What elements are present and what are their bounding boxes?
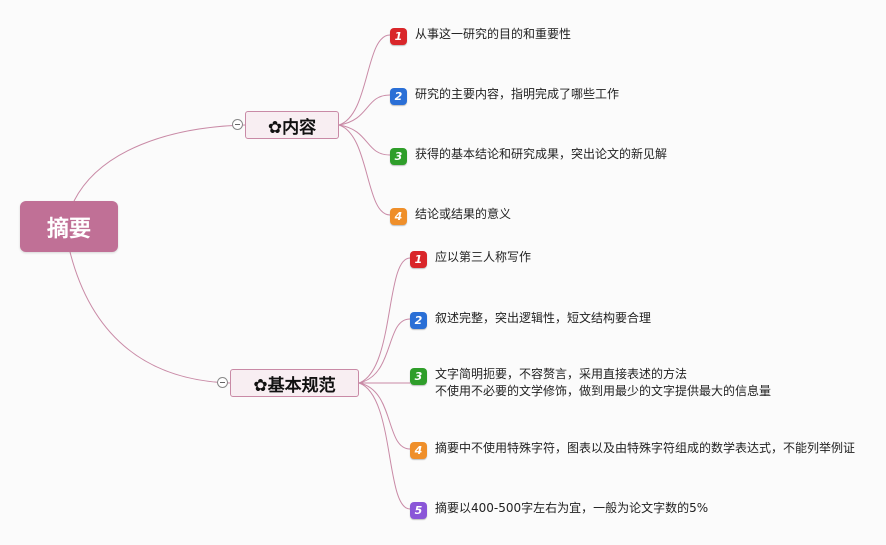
- leaf-item[interactable]: 5 摘要以400-500字左右为宜，一般为论文字数的5%: [410, 500, 708, 519]
- leaf-text-line: 应以第三人称写作: [435, 250, 532, 264]
- leaf-item[interactable]: 2 研究的主要内容，指明完成了哪些工作: [390, 86, 619, 105]
- leaf-text: 叙述完整，突出逻辑性，短文结构要合理: [435, 310, 651, 327]
- branch-label: ✿内容: [267, 117, 317, 138]
- priority-number-icon: 2: [390, 88, 407, 105]
- leaf-text: 结论或结果的意义: [415, 206, 511, 223]
- priority-number-icon: 1: [390, 28, 407, 45]
- leaf-item[interactable]: 3 获得的基本结论和研究成果，突出论文的新见解: [390, 146, 667, 165]
- leaf-item[interactable]: 1 应以第三人称写作: [410, 249, 531, 268]
- leaf-text: 获得的基本结论和研究成果，突出论文的新见解: [415, 146, 667, 163]
- leaf-text-line: 叙述完整，突出逻辑性，短文结构要合理: [435, 311, 652, 325]
- branch-norms[interactable]: ✿基本规范: [230, 369, 359, 397]
- leaf-text-line: 结论或结果的意义: [415, 207, 512, 221]
- root-node[interactable]: 摘要: [20, 201, 118, 252]
- priority-number-icon: 3: [410, 368, 427, 385]
- leaf-text: 从事这一研究的目的和重要性: [415, 26, 571, 43]
- leaf-text-line: 摘要中不使用特殊字符，图表以及由特殊字符组成的数学表达式，不能列举例证: [435, 441, 856, 455]
- collapse-toggle-norms[interactable]: [217, 377, 228, 388]
- branch-label: ✿基本规范: [253, 375, 336, 396]
- leaf-text: 文字简明扼要，不容赘言，采用直接表述的方法不使用不必要的文学修饰，做到用最少的文…: [435, 366, 771, 400]
- priority-number-icon: 4: [390, 208, 407, 225]
- priority-number-icon: 5: [410, 502, 427, 519]
- leaf-item[interactable]: 4 摘要中不使用特殊字符，图表以及由特殊字符组成的数学表达式，不能列举例证: [410, 440, 855, 459]
- priority-number-icon: 3: [390, 148, 407, 165]
- collapse-toggle-content[interactable]: [232, 119, 243, 130]
- priority-number-icon: 1: [410, 251, 427, 268]
- leaf-item[interactable]: 3 文字简明扼要，不容赘言，采用直接表述的方法不使用不必要的文学修饰，做到用最少的…: [410, 366, 771, 400]
- leaf-text: 应以第三人称写作: [435, 249, 531, 266]
- leaf-item[interactable]: 2 叙述完整，突出逻辑性，短文结构要合理: [410, 310, 651, 329]
- leaf-item[interactable]: 1 从事这一研究的目的和重要性: [390, 26, 571, 45]
- leaf-text: 研究的主要内容，指明完成了哪些工作: [415, 86, 619, 103]
- branch-content[interactable]: ✿内容: [245, 111, 339, 139]
- leaf-text-line: 不使用不必要的文学修饰，做到用最少的文字提供最大的信息量: [435, 384, 772, 398]
- priority-number-icon: 2: [410, 312, 427, 329]
- leaf-text: 摘要中不使用特殊字符，图表以及由特殊字符组成的数学表达式，不能列举例证: [435, 440, 855, 457]
- leaf-item[interactable]: 4 结论或结果的意义: [390, 206, 511, 225]
- leaf-text-line: 从事这一研究的目的和重要性: [415, 27, 572, 41]
- priority-number-icon: 4: [410, 442, 427, 459]
- leaf-text-line: 摘要以400-500字左右为宜，一般为论文字数的5%: [435, 501, 709, 515]
- leaf-text-line: 研究的主要内容，指明完成了哪些工作: [415, 87, 620, 101]
- leaf-text-line: 获得的基本结论和研究成果，突出论文的新见解: [415, 147, 668, 161]
- leaf-text: 摘要以400-500字左右为宜，一般为论文字数的5%: [435, 500, 708, 517]
- leaf-text-line: 文字简明扼要，不容赘言，采用直接表述的方法: [435, 367, 688, 381]
